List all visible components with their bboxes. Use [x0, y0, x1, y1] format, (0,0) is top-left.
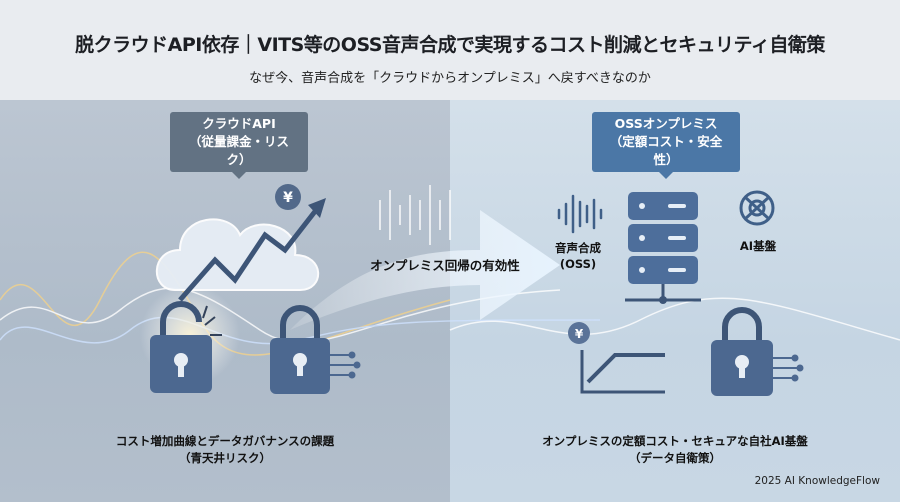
ai-knot-icon [739, 190, 775, 226]
cloud-api-callout-subtitle: （従量課金・リスク） [188, 134, 289, 167]
illustration: ¥ ¥ [0, 184, 900, 396]
right-caption: オンプレミスの定額コスト・セキュアな自社AI基盤 （データ自衛策） [505, 433, 845, 467]
right-caption-line1: オンプレミスの定額コスト・セキュアな自社AI基盤 [542, 434, 808, 448]
cloud-icon [155, 218, 320, 291]
ai-platform-label: AI基盤 [739, 239, 777, 253]
rising-cost-arrow-icon [178, 203, 322, 302]
page-subtitle: なぜ今、音声合成を「クラウドからオンプレミス」へ戻すべきなのか [249, 71, 651, 86]
oss-onprem-callout: OSSオンプレミス （定額コスト・安全性） [592, 112, 740, 179]
voice-synthesis-label-line2: (OSS) [559, 257, 597, 271]
footer-credit: 2025 AI KnowledgeFlow [754, 475, 880, 487]
yen-coin-icon [275, 184, 301, 210]
yen-symbol-right: ¥ [575, 327, 584, 341]
left-caption-line2: （青天井リスク） [179, 451, 271, 465]
cloud-api-callout: クラウドAPI （従量課金・リスク） [170, 112, 308, 179]
cloud-api-callout-title: クラウドAPI [202, 116, 276, 131]
voice-synthesis-label-line1: 音声合成 [555, 241, 601, 255]
voice-synthesis-label: 音声合成 (OSS) [548, 240, 608, 272]
header: 脱クラウドAPI依存｜VITS等のOSS音声合成で実現するコスト削減とセキュリテ… [0, 0, 900, 100]
right-caption-line2: （データ自衛策） [629, 451, 721, 465]
center-waveform-icon [379, 185, 451, 245]
left-caption-line1: コスト増加曲線とデータガバナンスの課題 [115, 434, 335, 448]
flat-cost-chart-icon: ¥ [568, 322, 665, 394]
lock-icon [711, 307, 804, 396]
server-icon [625, 192, 701, 304]
page-title: 脱クラウドAPI依存｜VITS等のOSS音声合成で実現するコスト削減とセキュリテ… [75, 34, 825, 56]
yen-symbol-left: ¥ [283, 190, 293, 206]
waveform-icon [557, 194, 603, 234]
left-caption: コスト増加曲線とデータガバナンスの課題 （青天井リスク） [60, 433, 390, 467]
transition-arrow-icon [290, 210, 560, 330]
arrow-label: オンプレミス回帰の有効性 [370, 258, 520, 273]
oss-onprem-callout-subtitle: （定額コスト・安全性） [609, 134, 723, 167]
broken-lock-icon [150, 301, 222, 393]
oss-onprem-callout-title: OSSオンプレミス [614, 116, 718, 131]
lock-data-icon [270, 305, 361, 394]
